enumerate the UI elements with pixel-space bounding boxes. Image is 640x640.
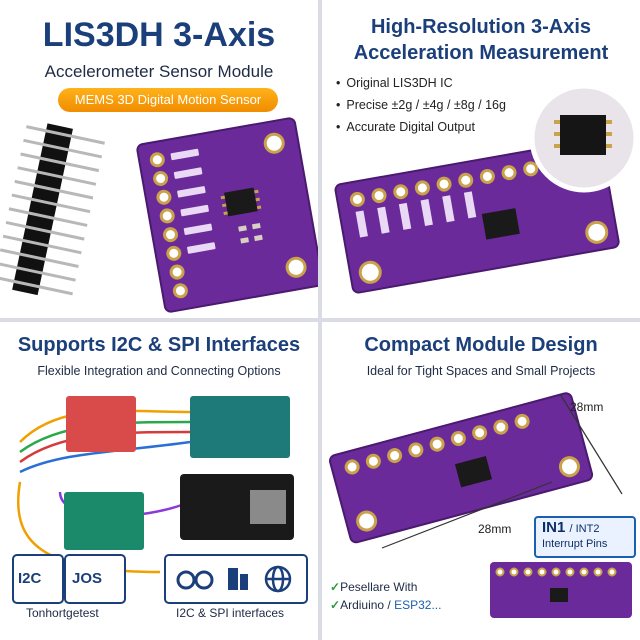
binoculars-icon <box>176 570 214 590</box>
check-icon: ✓ <box>330 598 341 612</box>
panel-compact-design: Compact Module Design Ideal for Tight Sp… <box>322 322 640 640</box>
compact-subtitle: Ideal for Tight Spaces and Small Project… <box>366 364 596 378</box>
resolution-title-line1: High-Resolution 3-Axis <box>370 16 591 38</box>
dimension-bottom-label: 28mm <box>478 522 512 536</box>
product-title: LIS3DH 3-Axis <box>42 16 276 54</box>
product-subtitle: Accelerometer Sensor Module <box>44 62 274 81</box>
breakout-board <box>329 392 594 544</box>
green-breakout-board <box>64 492 144 550</box>
feature-bullets: Original LIS3DH IC Precise ±2g / ±4g / ±… <box>336 76 506 142</box>
header-pins-and-board-illustration <box>0 117 318 313</box>
i2c-icon: I2C <box>12 554 64 604</box>
panel-high-resolution: High-Resolution 3-Axis Acceleration Meas… <box>322 0 640 318</box>
panel-product-title: LIS3DH 3-Axis Accelerometer Sensor Modul… <box>0 0 318 318</box>
small-board-preview <box>490 562 632 618</box>
globe-icon <box>264 565 292 593</box>
bullet-item: Original LIS3DH IC <box>336 76 506 90</box>
footer-right-text: I2C & SPI interfaces <box>176 606 285 620</box>
footer-left-text: Tonhortgetest <box>26 606 99 620</box>
pin-icon <box>228 568 248 590</box>
teal-board <box>190 396 290 458</box>
dimension-right-label: 28mm <box>570 400 604 414</box>
bullet-item: Precise ±2g / ±4g / ±8g / 16g <box>336 98 506 112</box>
interrupt-pins-callout: IN1 / INT2 Interrupt Pins <box>534 516 636 558</box>
spi-label: JOS <box>72 570 103 587</box>
pin-header-strip <box>0 123 105 296</box>
interrupt-title: IN1 / INT2 <box>542 519 600 536</box>
wiring-illustration <box>17 396 294 574</box>
bullet-item: Accurate Digital Output <box>336 120 506 134</box>
interfaces-subtitle: Flexible Integration and Connecting Opti… <box>37 364 281 378</box>
compact-title: Compact Module Design <box>364 334 598 356</box>
compact-board-illustration <box>329 392 632 618</box>
red-breakout-board <box>66 396 136 452</box>
resolution-title-line2: Acceleration Measurement <box>353 42 609 64</box>
panel-interfaces: Supports I2C & SPI Interfaces Flexible I… <box>0 322 318 640</box>
board-with-zoom-illustration <box>334 83 639 294</box>
zoomed-chip <box>560 115 606 155</box>
divider-horizontal <box>0 318 640 322</box>
check-icon: ✓ <box>330 580 341 594</box>
spi-icon: JOS <box>64 554 126 604</box>
interfaces-title: Supports I2C & SPI Interfaces <box>17 334 301 356</box>
breakout-board <box>136 117 318 313</box>
dimension-arrow-bottom <box>381 481 553 549</box>
i2c-label: I2C <box>18 570 42 587</box>
interface-icons-strip <box>164 554 308 604</box>
compatibility-note: ✓Pesellare With ✓Ardiuino / ESP32... <box>330 580 442 612</box>
dimension-arrow-right <box>559 393 623 495</box>
interrupt-subtitle: Interrupt Pins <box>542 538 608 550</box>
mems-badge: MEMS 3D Digital Motion Sensor <box>58 88 278 112</box>
